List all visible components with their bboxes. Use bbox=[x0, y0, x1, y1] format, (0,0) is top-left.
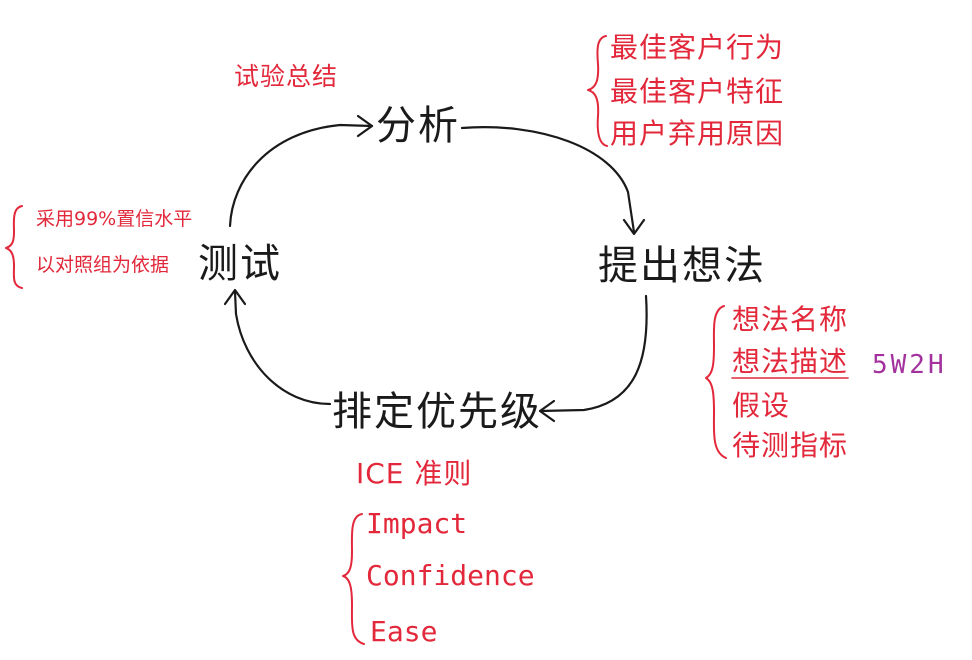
brace-test bbox=[5, 205, 23, 289]
brace-ice bbox=[342, 513, 365, 645]
ice-item: Impact bbox=[366, 507, 468, 540]
node-analyze: 分析 bbox=[376, 103, 460, 149]
note-experiment-summary: 试验总结 bbox=[234, 62, 339, 91]
test-item: 采用99%置信水平 bbox=[36, 208, 193, 230]
propose-item: 想法描述 bbox=[732, 345, 849, 378]
node-test: 测试 bbox=[198, 241, 282, 287]
analyze-item: 最佳客户行为 bbox=[610, 31, 785, 64]
ice-item: Confidence bbox=[366, 559, 535, 592]
ice-title: ICE 准则 bbox=[356, 457, 473, 490]
analyze-item: 最佳客户特征 bbox=[610, 75, 785, 108]
arrow-test-to-analyze bbox=[228, 114, 374, 228]
propose-item: 假设 bbox=[732, 389, 791, 422]
propose-item: 想法名称 bbox=[732, 303, 849, 336]
brace-propose bbox=[705, 305, 727, 459]
arrow-prioritize-to-test bbox=[223, 288, 332, 406]
test-item: 以对照组为依据 bbox=[36, 254, 170, 276]
node-prioritize: 排定优先级 bbox=[332, 389, 542, 435]
analyze-item: 用户弃用原因 bbox=[610, 117, 785, 150]
propose-item: 待测指标 bbox=[732, 429, 849, 462]
arrow-propose-to-prioritize bbox=[538, 294, 648, 423]
method-5w2h-tag: 5W2H bbox=[872, 350, 947, 380]
arrow-analyze-to-propose bbox=[460, 126, 646, 236]
node-propose-idea: 提出想法 bbox=[598, 243, 766, 289]
ice-item: Ease bbox=[370, 615, 438, 648]
brace-analyze bbox=[587, 35, 608, 147]
